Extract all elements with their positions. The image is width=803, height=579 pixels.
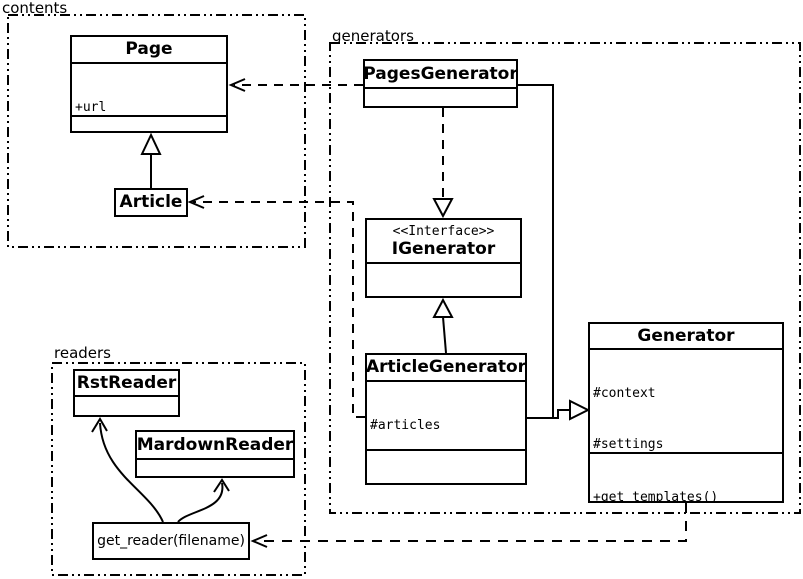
- method-line: +get_templates(): [593, 490, 719, 501]
- attribute-line: #articles: [370, 418, 441, 433]
- open-arrowhead-icon: [187, 195, 205, 209]
- package-label-contents: contents: [2, 0, 68, 17]
- methods-section: +read(): [75, 397, 178, 415]
- edge-pagesgenerator-realizes-igenerator: [432, 108, 454, 219]
- class-title: ArticleGenerator: [366, 355, 526, 382]
- attributes-section: +url +slug +summary: [72, 64, 226, 115]
- hollow-triangle-icon: [140, 132, 162, 155]
- interface-title: <<Interface>> IGenerator: [367, 220, 520, 264]
- class-title: IGenerator: [391, 238, 496, 259]
- package-border-generators: [329, 42, 801, 514]
- attribute-line: #context: [593, 386, 656, 401]
- stereotype-label: <<Interface>>: [392, 223, 495, 239]
- class-box-mardownreader: MardownReader +read(): [135, 430, 295, 478]
- methods-section: +generate_feeds() +generate_pages(): [367, 449, 525, 483]
- edge-generators-inherit-generator: [518, 84, 591, 421]
- open-arrowhead-icon: [213, 478, 230, 493]
- methods-section: +get_templates() +get_files(path,exclude…: [590, 452, 782, 501]
- package-border-readers: [51, 362, 306, 576]
- edge-getreader-to-rstreader: [91, 417, 164, 523]
- interface-box-igenerator: <<Interface>> IGenerator +generate_conte…: [365, 218, 522, 298]
- hollow-triangle-icon: [432, 297, 454, 318]
- class-title: PagesGenerator: [363, 61, 518, 89]
- open-arrowhead-icon: [250, 534, 268, 548]
- class-title: Page: [72, 37, 226, 64]
- package-border-contents: [7, 14, 306, 248]
- methods-section: +read(): [137, 460, 293, 476]
- class-title: RstReader: [75, 371, 178, 397]
- class-title: MardownReader: [137, 432, 293, 460]
- package-label-generators: generators: [332, 27, 414, 45]
- edge-generator-depends-getreader: [250, 503, 687, 548]
- open-arrowhead-icon: [228, 78, 246, 92]
- class-title: Article: [119, 192, 183, 212]
- class-box-article: Article: [114, 188, 188, 217]
- class-box-generator: Generator #context #settings #path #them…: [588, 322, 784, 503]
- edge-articlegenerator-depends-article: [187, 195, 365, 418]
- attributes-section: #context #settings #path #theme #output_…: [590, 350, 782, 452]
- attributes-section: #articles #dates #tags #categories: [367, 382, 525, 449]
- class-title: Generator: [590, 324, 782, 350]
- package-label-readers: readers: [54, 344, 111, 362]
- attributes-section: #pages: [365, 89, 516, 106]
- function-box-getreader: get_reader(filename): [92, 522, 250, 560]
- hollow-triangle-icon: [569, 399, 591, 421]
- edge-articlegenerator-implements-igenerator: [432, 297, 454, 354]
- edge-pagesgenerator-depends-page: [228, 78, 363, 92]
- edge-article-inherits-page: [140, 132, 162, 188]
- hollow-triangle-icon: [432, 198, 454, 219]
- methods-section: +check_properties(): [72, 115, 226, 131]
- methods-section: +generate_context() +generate_output(): [367, 264, 520, 296]
- class-box-articlegenerator: ArticleGenerator #articles #dates #tags …: [365, 353, 527, 485]
- edge-getreader-to-mardownreader: [177, 478, 230, 523]
- attribute-line: +url: [75, 100, 107, 115]
- class-box-page: Page +url +slug +summary +check_properti…: [70, 35, 228, 133]
- class-box-pagesgenerator: PagesGenerator #pages: [363, 59, 518, 108]
- class-box-rstreader: RstReader +read(): [73, 369, 180, 417]
- open-arrowhead-icon: [91, 417, 108, 433]
- attribute-line: #settings: [593, 437, 664, 452]
